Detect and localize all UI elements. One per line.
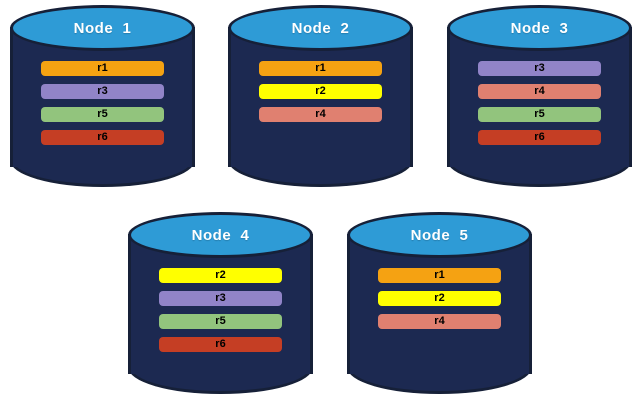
record-bar-r1[interactable]: r1 — [41, 61, 164, 76]
cylinder-top-ellipse — [128, 212, 313, 258]
record-bar-r6[interactable]: r6 — [41, 130, 164, 145]
record-bar-r6[interactable]: r6 — [478, 130, 601, 145]
record-bar-r6[interactable]: r6 — [159, 337, 282, 352]
record-bar-r2[interactable]: r2 — [259, 84, 382, 99]
node-label: Node 2 — [291, 19, 350, 37]
cylinder-top-ellipse — [10, 5, 195, 51]
database-node-3[interactable]: Node 3 r3 r4 r5 r6 — [447, 5, 632, 187]
record-bar-r5[interactable]: r5 — [41, 107, 164, 122]
cylinder-top-ellipse — [347, 212, 532, 258]
database-node-1[interactable]: Node 1 r1 r3 r5 r6 — [10, 5, 195, 187]
cylinder-top-ellipse — [228, 5, 413, 51]
record-bar-r4[interactable]: r4 — [259, 107, 382, 122]
node-label: Node 5 — [410, 226, 469, 244]
record-bar-r5[interactable]: r5 — [159, 314, 282, 329]
cylinder-top-ellipse — [447, 5, 632, 51]
record-bar-r3[interactable]: r3 — [41, 84, 164, 99]
node-label: Node 3 — [510, 19, 569, 37]
record-bar-r4[interactable]: r4 — [378, 314, 501, 329]
record-bar-r3[interactable]: r3 — [159, 291, 282, 306]
record-list: r1 r3 r5 r6 — [10, 61, 195, 145]
record-bar-r3[interactable]: r3 — [478, 61, 601, 76]
database-node-5[interactable]: Node 5 r1 r2 r4 — [347, 212, 532, 394]
record-bar-r2[interactable]: r2 — [378, 291, 501, 306]
record-bar-r5[interactable]: r5 — [478, 107, 601, 122]
record-bar-r2[interactable]: r2 — [159, 268, 282, 283]
record-list: r3 r4 r5 r6 — [447, 61, 632, 145]
record-list: r1 r2 r4 — [347, 268, 532, 329]
node-label: Node 1 — [73, 19, 132, 37]
record-list: r2 r3 r5 r6 — [128, 268, 313, 352]
record-bar-r1[interactable]: r1 — [378, 268, 501, 283]
node-label: Node 4 — [191, 226, 250, 244]
database-node-4[interactable]: Node 4 r2 r3 r5 r6 — [128, 212, 313, 394]
record-list: r1 r2 r4 — [228, 61, 413, 122]
record-bar-r1[interactable]: r1 — [259, 61, 382, 76]
database-node-2[interactable]: Node 2 r1 r2 r4 — [228, 5, 413, 187]
record-bar-r4[interactable]: r4 — [478, 84, 601, 99]
